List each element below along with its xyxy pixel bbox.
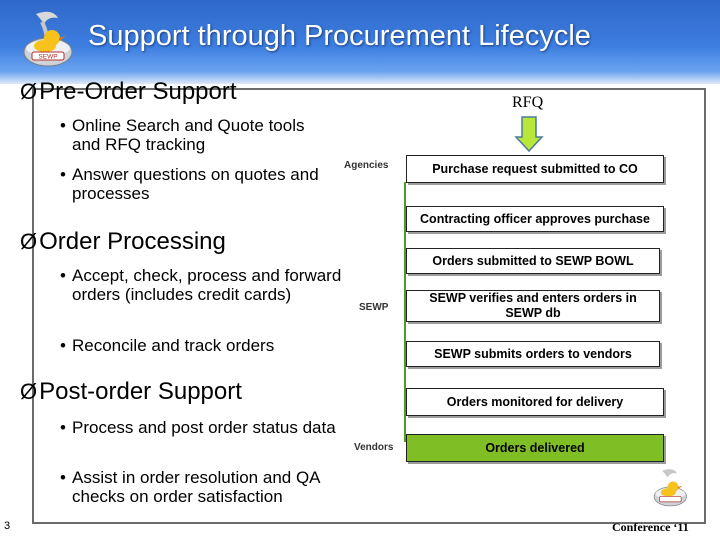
duck-logo-small-icon — [653, 469, 687, 507]
bullet-dot-icon: • — [60, 266, 66, 285]
flow-step-orders-submitted: Orders submitted to SEWP BOWL — [406, 248, 660, 274]
flow-step-orders-delivered: Orders delivered — [406, 434, 664, 462]
flow-step-orders-monitored: Orders monitored for delivery — [406, 388, 664, 416]
arrow-bullet-icon: Ø — [20, 79, 38, 104]
bullet-item: •Assist in order resolution and QA check… — [60, 468, 320, 506]
flow-step-purchase-request: Purchase request submitted to CO — [406, 155, 664, 183]
flow-step-sewp-verifies: SEWP verifies and enters orders in SEWP … — [406, 290, 660, 322]
header-band: SEWP Support through Procurement Lifecyc… — [0, 0, 720, 84]
flow-step-sewp-submits: SEWP submits orders to vendors — [406, 341, 660, 367]
bullet-dot-icon: • — [60, 418, 66, 437]
bullet-dot-icon: • — [60, 336, 66, 355]
bullet-dot-icon: • — [60, 116, 66, 135]
process-connector-line — [404, 182, 406, 442]
arrow-bullet-icon: Ø — [20, 229, 38, 254]
duck-logo-icon: SEWP — [23, 11, 73, 67]
svg-text:SEWP: SEWP — [38, 54, 57, 61]
slide-number: 3 — [4, 520, 11, 532]
lane-label-agencies: Agencies — [344, 160, 389, 171]
conference-footer: Conference ‘11 — [612, 520, 689, 534]
section-heading-order-processing: ØOrder Processing — [20, 228, 226, 255]
bullet-item: •Reconcile and track orders — [60, 336, 275, 355]
bullet-item: •Answer questions on quotes and processe… — [60, 165, 319, 203]
bullet-item: •Process and post order status data — [60, 418, 336, 437]
slide-title: Support through Procurement Lifecycle — [88, 20, 591, 52]
bullet-dot-icon: • — [60, 165, 66, 184]
flow-step-contracting-officer: Contracting officer approves purchase — [406, 206, 664, 232]
section-heading-post-order: ØPost-order Support — [20, 378, 242, 405]
bullet-item: •Accept, check, process and forward orde… — [60, 266, 342, 304]
arrow-bullet-icon: Ø — [20, 379, 38, 404]
lane-label-sewp: SEWP — [359, 302, 389, 313]
section-heading-pre-order: ØPre-Order Support — [20, 78, 237, 105]
lane-label-vendors: Vendors — [354, 442, 394, 453]
bullet-dot-icon: • — [60, 468, 66, 487]
rfq-label: RFQ — [512, 94, 544, 111]
bullet-item: •Online Search and Quote tools and RFQ t… — [60, 116, 305, 154]
down-arrow-icon — [514, 116, 544, 153]
